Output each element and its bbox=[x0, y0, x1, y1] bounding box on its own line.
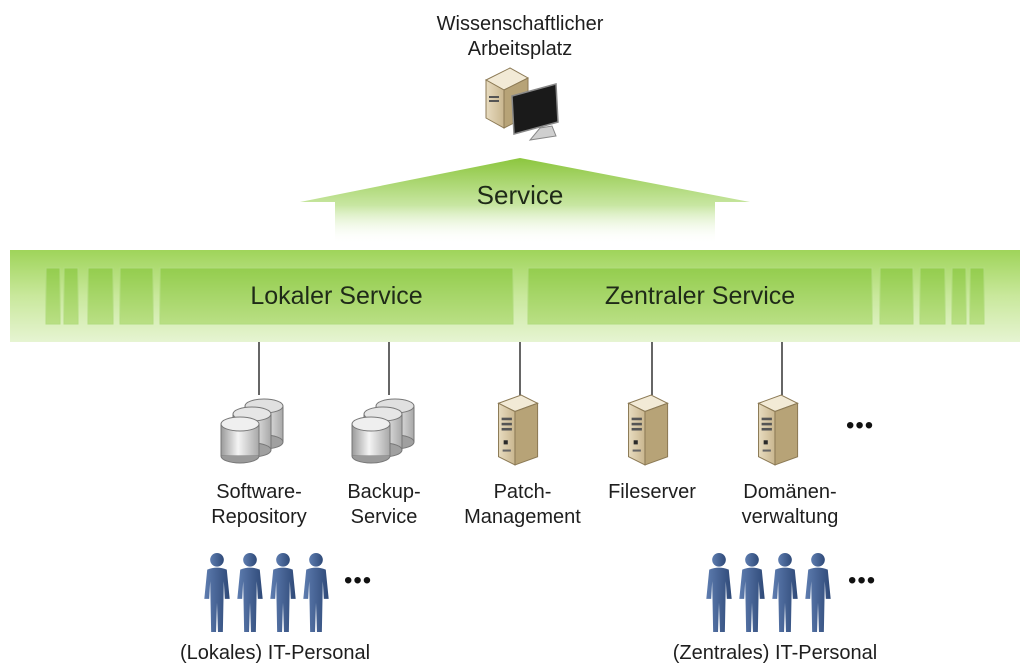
central-service-box bbox=[527, 267, 873, 325]
connector-lines bbox=[258, 342, 783, 395]
person-icon bbox=[270, 552, 296, 633]
service-arrow bbox=[300, 158, 750, 244]
workstation-label-line2: Arbeitsplatz bbox=[467, 38, 573, 60]
workstation-icon bbox=[484, 67, 559, 141]
resource-label-software-repository-2: Repository bbox=[211, 506, 307, 528]
person-icon bbox=[772, 552, 798, 633]
fileserver-server-icon bbox=[628, 394, 669, 466]
central-service-label: Zentraler Service bbox=[604, 282, 796, 310]
resource-label-fileserver: Fileserver bbox=[608, 481, 696, 503]
service-arrow-label: Service bbox=[476, 180, 564, 210]
resource-label-patch-2: Management bbox=[464, 506, 581, 528]
band-stripes-left bbox=[45, 267, 154, 325]
central-staff-group bbox=[706, 552, 831, 633]
band-stripes-right bbox=[879, 267, 985, 325]
resource-label-domain-2: verwaltung bbox=[741, 506, 839, 528]
local-service-box bbox=[159, 267, 514, 325]
local-service-label: Lokaler Service bbox=[250, 282, 423, 310]
local-staff-label: (Lokales) IT-Personal bbox=[179, 642, 371, 664]
resource-label-backup-1: Backup- bbox=[347, 481, 421, 503]
more-resources-ellipsis: ••• bbox=[846, 412, 875, 439]
resource-label-backup-2: Service bbox=[350, 506, 418, 528]
more-local-staff-ellipsis: ••• bbox=[344, 567, 373, 594]
person-icon bbox=[237, 552, 263, 633]
central-staff-label: (Zentrales) IT-Personal bbox=[672, 642, 878, 664]
person-icon bbox=[739, 552, 765, 633]
person-icon bbox=[204, 552, 230, 633]
backup-service-database-icon bbox=[351, 398, 415, 464]
software-repository-database-icon bbox=[220, 398, 284, 464]
local-staff-group bbox=[204, 552, 329, 633]
person-icon bbox=[706, 552, 732, 633]
person-icon bbox=[303, 552, 329, 633]
person-icon bbox=[805, 552, 831, 633]
resource-label-domain-1: Domänen- bbox=[743, 481, 837, 503]
resource-label-patch-1: Patch- bbox=[493, 481, 552, 503]
more-central-staff-ellipsis: ••• bbox=[848, 567, 877, 594]
domain-management-server-icon bbox=[758, 394, 799, 466]
patch-management-server-icon bbox=[498, 394, 539, 466]
workstation-label-line1: Wissenschaftlicher bbox=[436, 13, 604, 35]
resource-label-software-repository-1: Software- bbox=[216, 481, 302, 503]
